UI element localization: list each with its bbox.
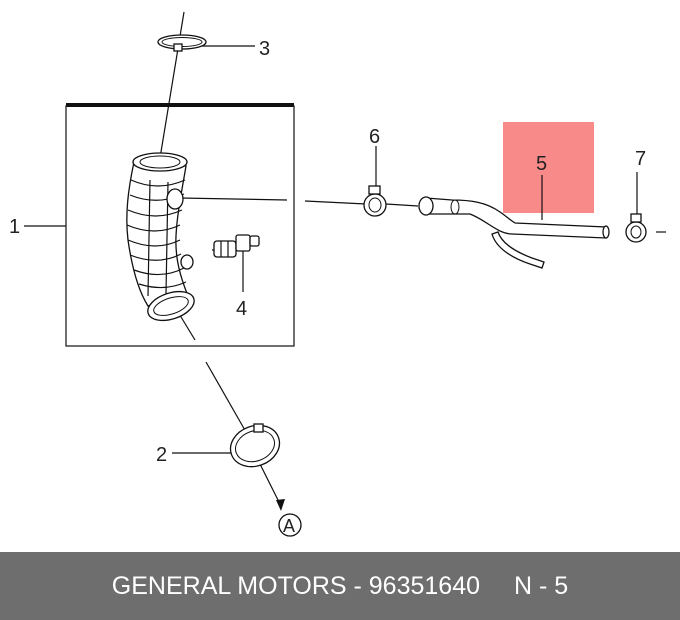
leader-lines	[24, 11, 666, 511]
callout-6: 6	[369, 126, 380, 148]
callout-5: 5	[536, 153, 547, 175]
clamp-6	[363, 185, 387, 217]
clamp-ring-top	[157, 34, 207, 52]
air-intake-duct	[126, 152, 195, 322]
callout-4: 4	[236, 298, 247, 320]
parts-diagram: 1 2 3 4 5 6 7 A	[9, 11, 666, 537]
footer-bar: GENERAL MOTORS - 96351640 N - 5	[0, 552, 680, 620]
highlight-box	[503, 122, 594, 213]
callout-2: 2	[156, 444, 167, 466]
breather-hose	[418, 196, 610, 269]
callout-1: 1	[9, 216, 20, 238]
clamp-ring-bottom	[229, 423, 281, 468]
reference-marker-label: A	[283, 516, 295, 536]
reference-code: N - 5	[514, 571, 569, 600]
callout-7: 7	[635, 148, 646, 170]
clamp-7	[625, 213, 647, 243]
part-number-text: GENERAL MOTORS - 96351640	[111, 571, 481, 600]
reference-marker-a: A	[278, 513, 302, 537]
sensor	[213, 234, 260, 258]
callout-3: 3	[259, 38, 270, 60]
